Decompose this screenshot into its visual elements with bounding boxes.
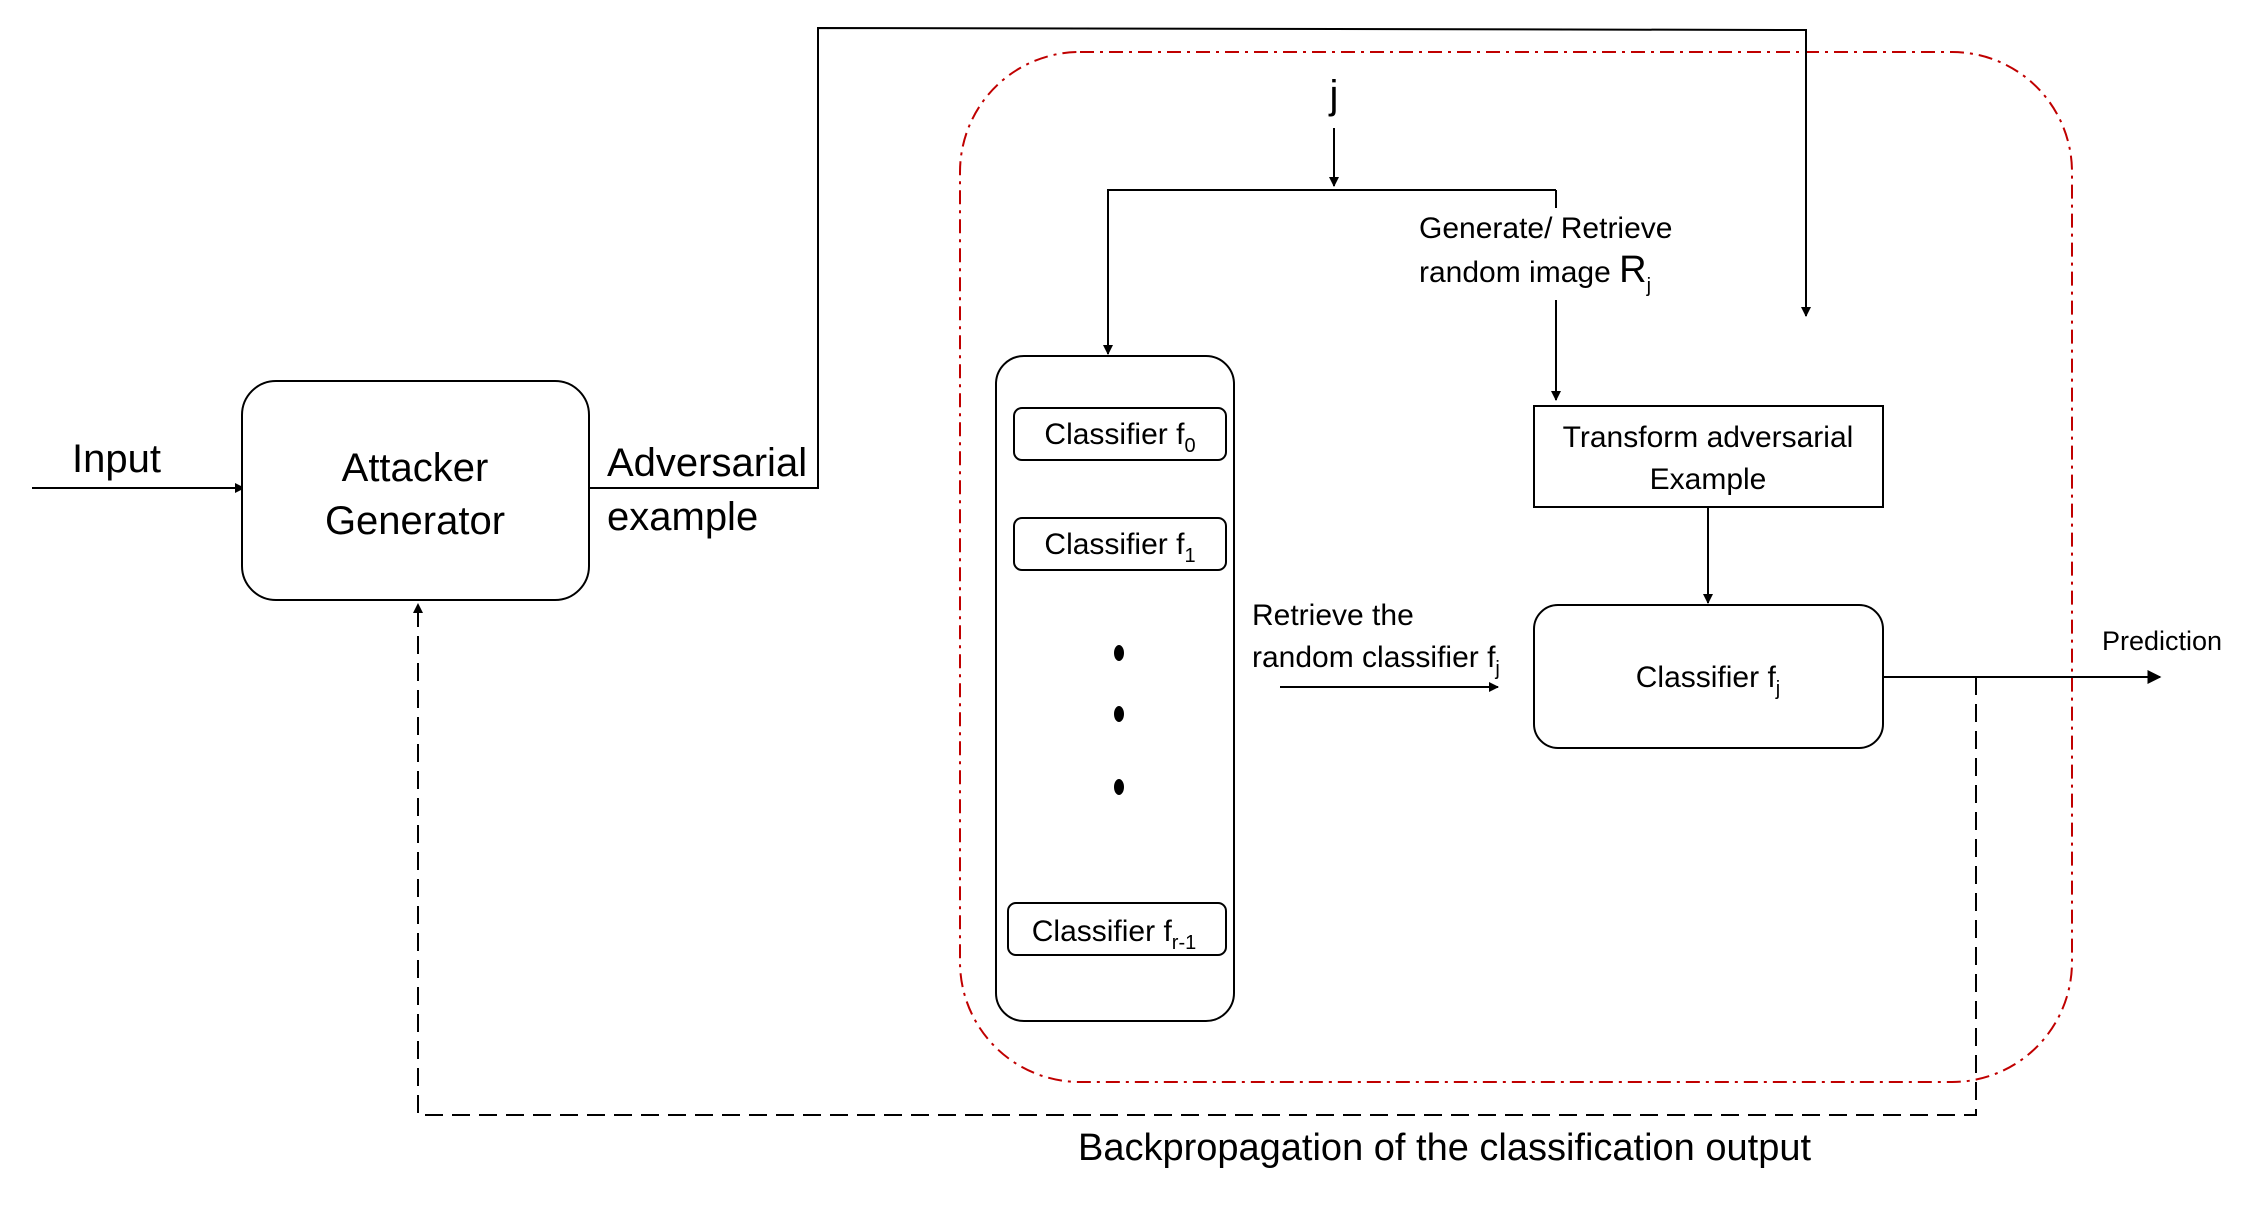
- attacker-generator-label-line2: Generator: [325, 499, 505, 543]
- classifier-f1-box: [1013, 517, 1227, 571]
- generate-retrieve-label-line2: random image Rj: [1419, 249, 1651, 297]
- retrieve-classifier-label-line2: random classifier fj: [1252, 641, 1500, 680]
- backpropagation-path: [413, 603, 1977, 1116]
- prediction-label: Prediction: [2102, 626, 2222, 656]
- classifier-fr1-label: Classifier fr-1: [1032, 915, 1196, 954]
- ellipsis-dot-1: [1114, 645, 1124, 661]
- classifier-f0-box: [1013, 407, 1227, 461]
- randomized-defense-boundary: [959, 51, 2073, 1083]
- classifier-f0-label: Classifier f0: [1044, 418, 1195, 457]
- classifier-fj-label: Classifier fj: [1636, 661, 1780, 700]
- input-label: Input: [72, 437, 161, 481]
- backpropagation-label: Backpropagation of the classification ou…: [1078, 1127, 1811, 1169]
- transform-label-line1: Transform adversarial: [1563, 421, 1854, 454]
- generate-retrieve-label-line1: Generate/ Retrieve: [1419, 212, 1672, 245]
- adversarial-example-label-line2: example: [607, 495, 758, 539]
- retrieve-classifier-label-line1: Retrieve the: [1252, 599, 1414, 632]
- classifier-f1-label: Classifier f1: [1044, 528, 1195, 567]
- transform-label-line2: Example: [1650, 463, 1767, 496]
- j-label: j: [1329, 73, 1339, 117]
- attacker-generator-label-line1: Attacker: [342, 446, 489, 490]
- j-branch-left: [1103, 189, 1556, 355]
- ellipsis-dot-3: [1114, 779, 1124, 795]
- adversarial-example-path: [589, 26, 1811, 489]
- ellipsis-dot-2: [1114, 706, 1124, 722]
- classifier-fr1-box: [1007, 902, 1227, 956]
- adversarial-example-label-line1: Adversarial: [607, 441, 807, 485]
- attacker-generator-box: [241, 380, 590, 601]
